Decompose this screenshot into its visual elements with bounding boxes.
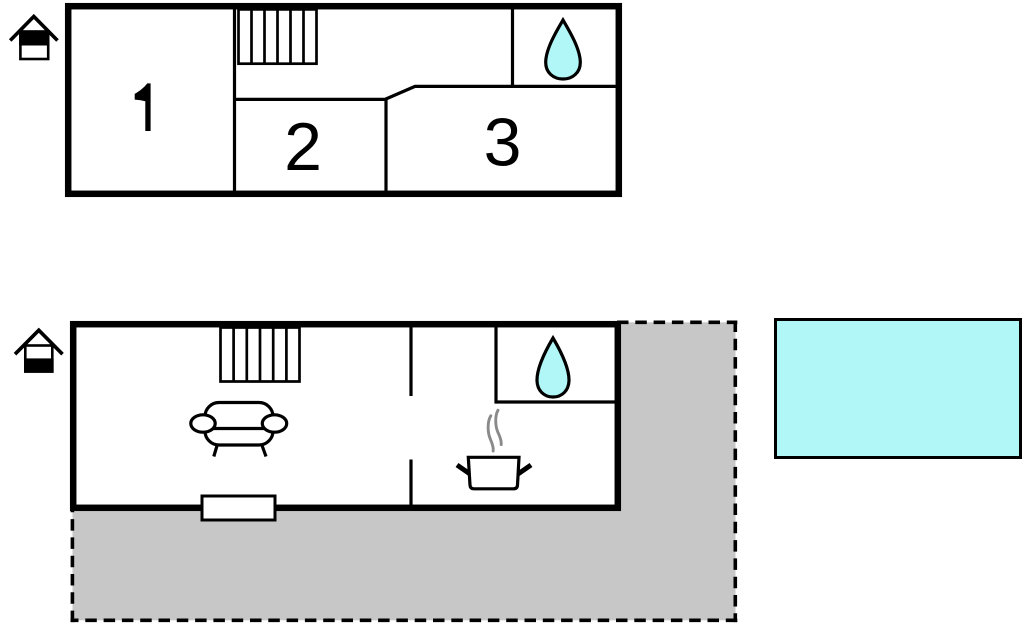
svg-text:3: 3 xyxy=(484,105,522,181)
svg-text:2: 2 xyxy=(284,109,322,185)
